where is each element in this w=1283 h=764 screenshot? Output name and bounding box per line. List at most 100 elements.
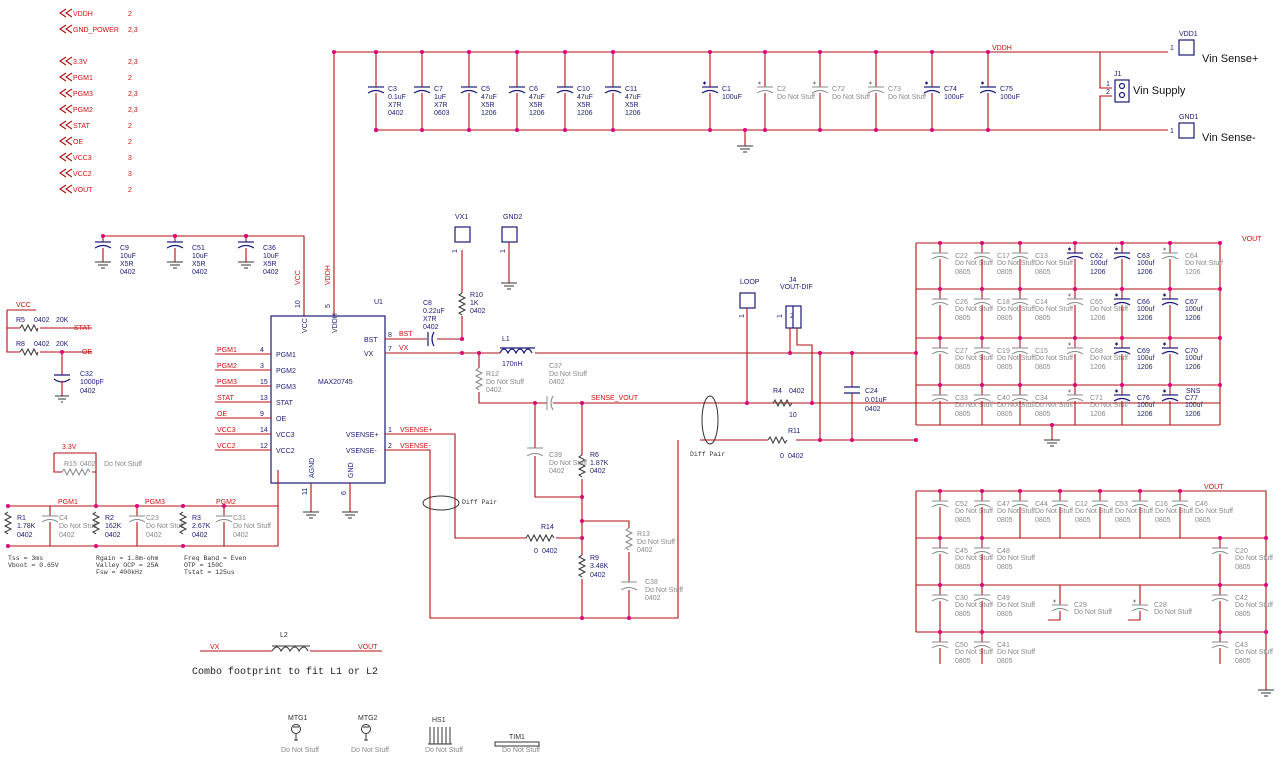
cap-ref: C13 [1035,253,1048,260]
c24-pkg: 0402 [865,406,881,413]
cap-ref: C64 [1185,253,1198,260]
ic-ground-symbols [303,483,358,519]
j1-connector[interactable]: J1 1 2 Vin Supply [1106,71,1186,103]
cap-package: 0402 [192,269,208,276]
cap-value: Do Not Stuff [1115,508,1153,515]
junction-dot [914,438,918,442]
part-package: 0402 [192,532,208,539]
r10-pkg: 0402 [470,308,486,315]
bst-net: BST [399,331,413,338]
vdd1-connector[interactable]: VDD1 1 Vin Sense+ [1170,31,1258,65]
cap-value: Do Not Stuff [1155,508,1193,515]
r13-val: Do Not Stuff [637,539,675,546]
cap-ref: C12 [1075,501,1088,508]
u1-ic[interactable]: U1 MAX20745 [270,299,386,484]
junction-dot [477,351,481,355]
c24-val: 0.01uF [865,397,887,404]
junction-dot [181,504,185,508]
power-label-name: VOUT [73,187,93,194]
part-value: 1.78K [17,523,36,530]
cap-value: 100uF [944,94,964,101]
part-package: 0402 [105,532,121,539]
cap-value: 1uF [434,94,446,101]
gnd1-connector[interactable]: GND1 1 Vin Sense- [1170,114,1256,144]
vout-net-bottom: VOUT [1204,484,1224,491]
